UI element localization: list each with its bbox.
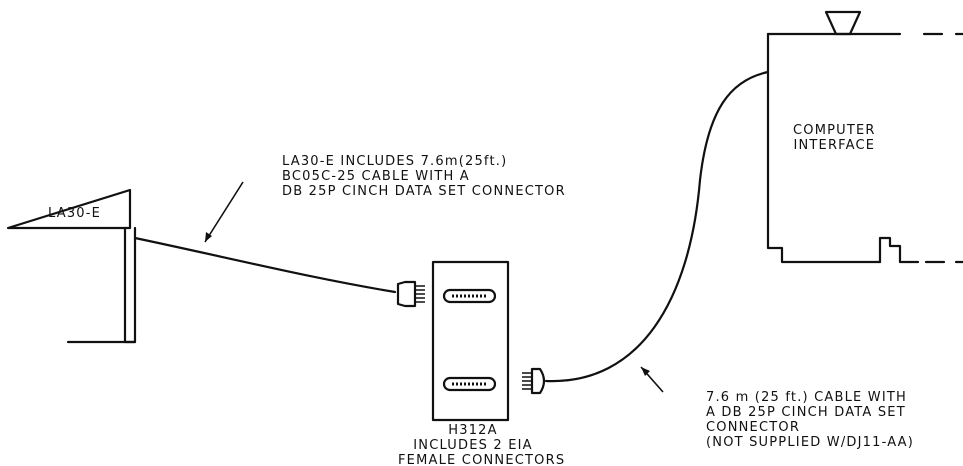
la30e-terminal — [6, 188, 137, 344]
la30e-cable — [133, 236, 397, 294]
cable-note-line-2: A DB 25P CINCH DATA SET — [706, 405, 906, 420]
cable-leader-arrowhead — [205, 232, 212, 242]
adapter-label: H312A INCLUDES 2 EIA FEMALE CONNECTORS — [398, 423, 566, 466]
interface-label-line-1: COMPUTER — [793, 123, 876, 138]
interface-cable — [544, 70, 770, 383]
right-plug — [522, 367, 546, 395]
h312a-adapter — [431, 260, 510, 422]
terminal-label-text: LA30-E — [48, 206, 102, 221]
cable-note-line-3: CONNECTOR — [706, 420, 801, 435]
cable-note-line-4: (NOT SUPPLIED W/DJ11-AA) — [706, 435, 915, 450]
cable-note-line-1: 7.6 m (25 ft.) CABLE WITH — [706, 390, 908, 405]
cable-leader-line — [204, 181, 244, 243]
cable-note: 7.6 m (25 ft.) CABLE WITH A DB 25P CINCH… — [706, 390, 914, 450]
left-plug — [396, 280, 425, 308]
interface-label: COMPUTER INTERFACE — [793, 123, 876, 153]
adapter-label-line-2: INCLUDES 2 EIA — [413, 438, 533, 453]
adapter-label-line-3: FEMALE CONNECTORS — [398, 453, 566, 466]
interface-cable-arrowhead — [641, 367, 650, 376]
top-note: LA30-E INCLUDES 7.6m(25ft.) BC05C-25 CAB… — [282, 154, 566, 199]
terminal-label: LA30-E — [48, 206, 101, 221]
top-note-line-3: DB 25P CINCH DATA SET CONNECTOR — [282, 184, 566, 199]
computer-interface — [766, 10, 963, 264]
top-note-line-2: BC05C-25 CABLE WITH A — [282, 169, 470, 184]
adapter-label-line-1: H312A — [448, 423, 498, 438]
top-note-line-1: LA30-E INCLUDES 7.6m(25ft.) — [282, 154, 508, 169]
interface-label-line-2: INTERFACE — [793, 138, 876, 153]
